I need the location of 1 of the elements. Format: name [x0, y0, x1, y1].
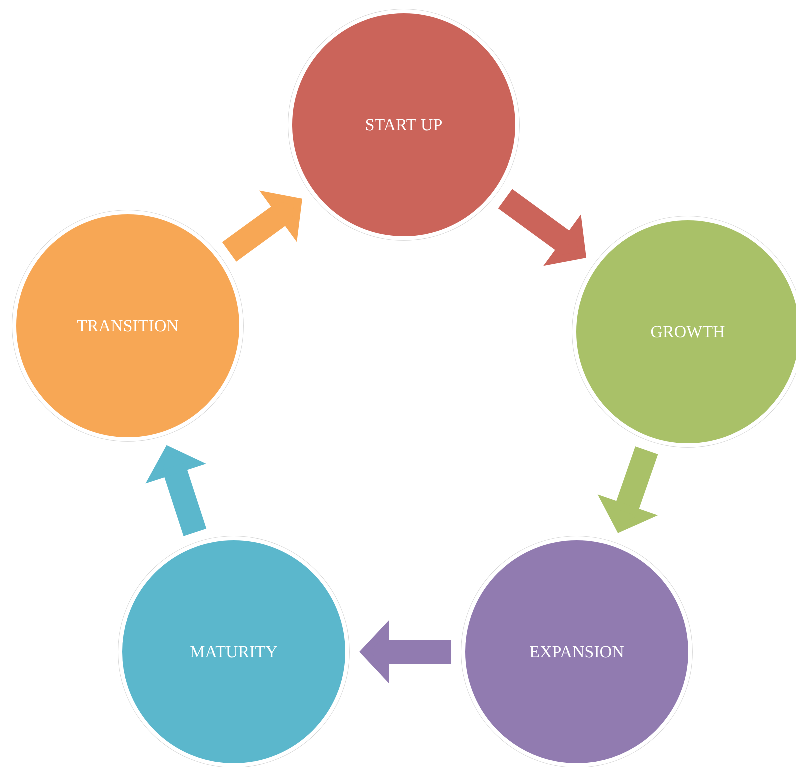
block-arrow [222, 190, 302, 262]
